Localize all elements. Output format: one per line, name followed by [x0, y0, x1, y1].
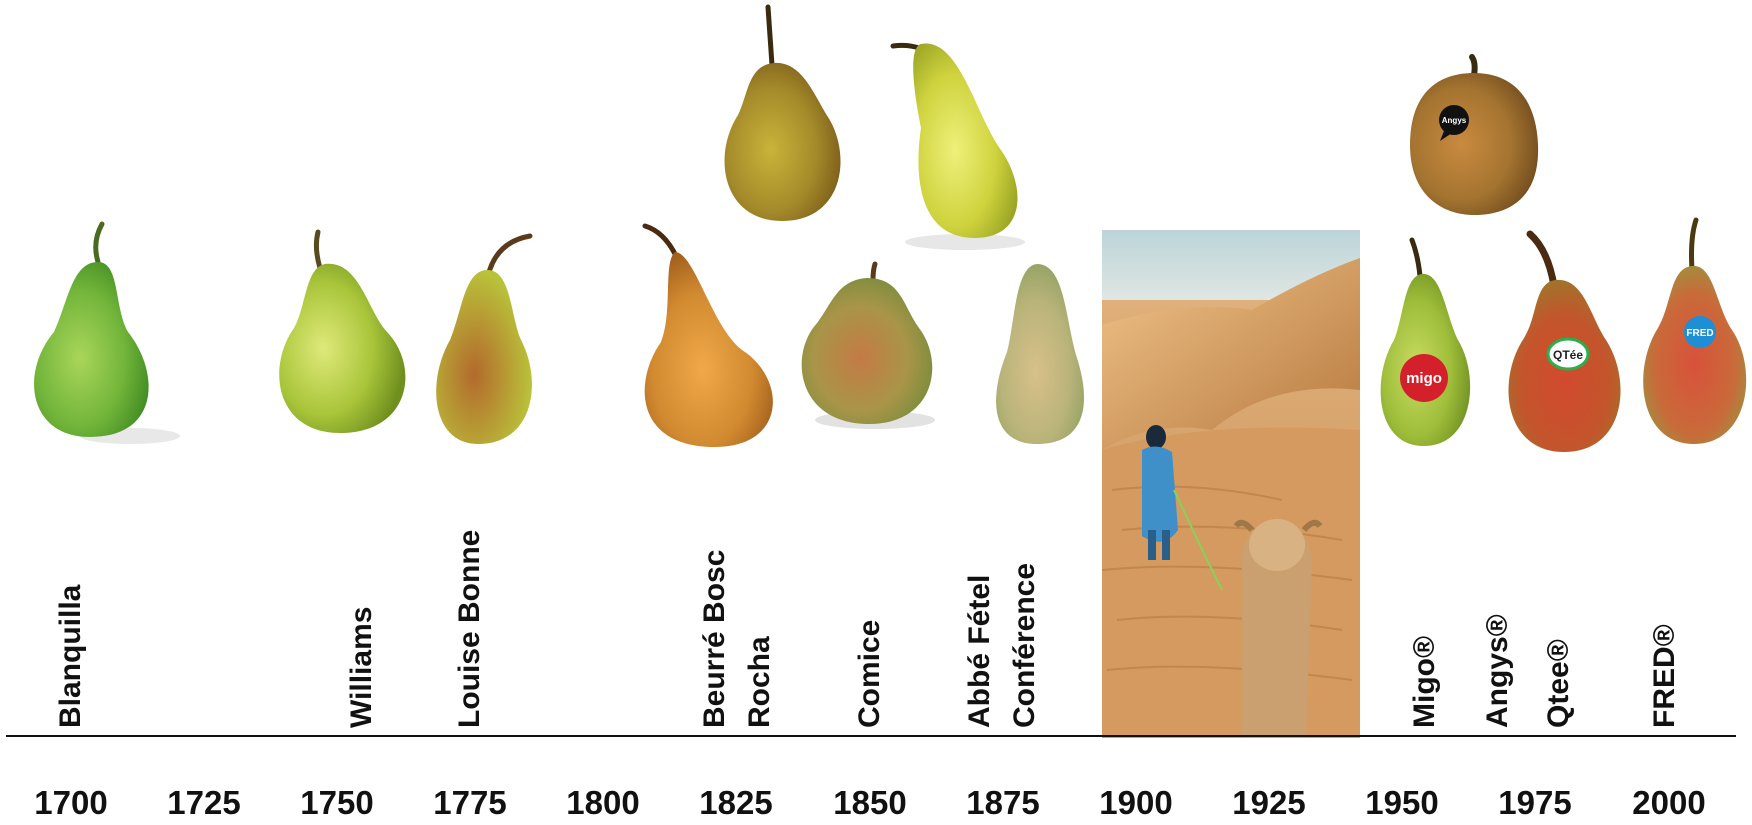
- variety-label-blanquilla: Blanquilla: [56, 585, 86, 728]
- abbe-fetel-pear-image: [985, 262, 1095, 447]
- desert-camel-image: [1102, 230, 1360, 738]
- angys-pear-image: Angys: [1402, 55, 1542, 220]
- variety-label-conference: Conférence: [1010, 563, 1040, 728]
- variety-label-fred: FRED®: [1650, 624, 1680, 728]
- qtee-pear-image: QTée: [1498, 230, 1628, 455]
- variety-label-migo: Migo®: [1410, 636, 1440, 728]
- conference-pear-image: [885, 38, 1045, 253]
- year-label: 1975: [1480, 786, 1590, 819]
- blanquilla-pear-image: [10, 222, 180, 452]
- year-label: 1700: [16, 786, 126, 819]
- year-label: 1875: [948, 786, 1058, 819]
- variety-label-angys: Angys®: [1483, 614, 1513, 728]
- year-label: 1725: [149, 786, 259, 819]
- variety-label-rocha: Rocha: [745, 636, 775, 728]
- fred-pear-image: FRED: [1630, 218, 1752, 448]
- variety-label-beurre-bosc: Beurré Bosc: [700, 550, 730, 728]
- year-label: 1750: [282, 786, 392, 819]
- louise-bonne-pear-image: [418, 232, 548, 447]
- year-label: 1825: [681, 786, 791, 819]
- qtee-sticker-text: QTée: [1553, 348, 1583, 362]
- year-label: 2000: [1614, 786, 1724, 819]
- variety-label-comice: Comice: [855, 620, 885, 728]
- year-label: 1925: [1214, 786, 1324, 819]
- williams-pear-image: [270, 228, 420, 443]
- angys-sticker-text: Angys: [1442, 116, 1467, 125]
- variety-label-williams: Williams: [347, 607, 377, 728]
- year-label: 1900: [1081, 786, 1191, 819]
- rocha-pear-image: [718, 5, 848, 225]
- comice-pear-image: [795, 262, 940, 432]
- beurre-bosc-pear-image: [625, 222, 785, 452]
- migo-pear-image: migo: [1370, 236, 1480, 451]
- year-label: 1775: [415, 786, 525, 819]
- migo-sticker-text: migo: [1406, 370, 1442, 387]
- timeline-axis: [6, 735, 1736, 737]
- fred-sticker-text: FRED: [1686, 328, 1713, 339]
- variety-label-abbe-fetel: Abbé Fétel: [965, 575, 995, 728]
- year-label: 1800: [548, 786, 658, 819]
- variety-label-qtee: Qtee®: [1544, 639, 1574, 728]
- year-label: 1850: [815, 786, 925, 819]
- variety-label-louise-bonne: Louise Bonne: [455, 530, 485, 728]
- year-label: 1950: [1347, 786, 1457, 819]
